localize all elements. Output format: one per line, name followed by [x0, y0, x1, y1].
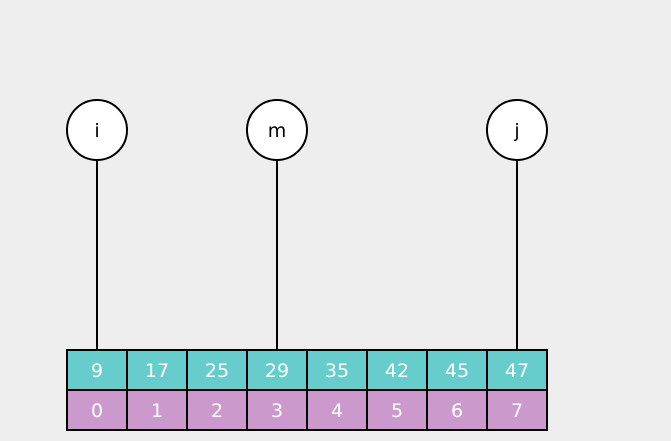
value-cell-text: 35: [325, 360, 349, 382]
pointer-label: i: [94, 120, 99, 142]
index-cell-box: [126, 389, 188, 431]
index-cell-box: [246, 389, 308, 431]
pointer-lines: [96, 160, 518, 350]
index-cell-box: [486, 389, 548, 431]
array-value-cell: 25: [186, 349, 248, 391]
array-value-cell: 45: [426, 349, 488, 391]
array-index-cell: 1: [126, 389, 188, 431]
value-cell-text: 25: [205, 360, 229, 382]
value-cell-text: 17: [145, 360, 169, 382]
array-value-cell: 17: [126, 349, 188, 391]
value-cell-text: 45: [445, 360, 469, 382]
array-value-cell: 29: [246, 349, 308, 391]
index-cell-text: 3: [271, 400, 283, 422]
pointer-node-circle: [246, 99, 308, 161]
array-value-cell: 35: [306, 349, 368, 391]
array-index-cell: 4: [306, 389, 368, 431]
index-row: 0 1 2 3 4 5 6 7: [66, 389, 548, 431]
pointer-label: j: [513, 120, 519, 142]
array-index-cell: 0: [66, 389, 128, 431]
index-cell-text: 4: [331, 400, 343, 422]
index-cell-text: 1: [151, 400, 163, 422]
array-index-cell: 3: [246, 389, 308, 431]
index-cell-text: 2: [211, 400, 223, 422]
array-value-cell: 9: [66, 349, 128, 391]
array-index-cell: 6: [426, 389, 488, 431]
index-cell-text: 5: [391, 400, 403, 422]
pointer-m-node: m: [246, 99, 308, 161]
value-cell-text: 9: [91, 360, 103, 382]
value-cell-text: 42: [385, 360, 409, 382]
pointer-node-circle: [486, 99, 548, 161]
index-cell-box: [186, 389, 248, 431]
index-cell-text: 6: [451, 400, 463, 422]
value-cell-box: [126, 349, 188, 391]
array-value-cell: 47: [486, 349, 548, 391]
pointer-j-node: j: [486, 99, 548, 161]
array-value-cell: 42: [366, 349, 428, 391]
pointer-i-node: i: [66, 99, 128, 161]
index-cell-box: [306, 389, 368, 431]
value-cell-text: 29: [265, 360, 289, 382]
value-cell-box: [486, 349, 548, 391]
pointer-node-circle: [66, 99, 128, 161]
value-row: 9 17 25 29 35 42 45 47: [66, 349, 548, 391]
value-cell-text: 47: [505, 360, 529, 382]
array-index-cell: 5: [366, 389, 428, 431]
value-cell-box: [66, 349, 128, 391]
index-cell-text: 0: [91, 400, 103, 422]
index-cell-text: 7: [511, 400, 523, 422]
index-cell-box: [426, 389, 488, 431]
value-cell-box: [186, 349, 248, 391]
index-cell-box: [366, 389, 428, 431]
pointer-label: m: [268, 120, 287, 142]
array-index-cell: 7: [486, 389, 548, 431]
array-index-cell: 2: [186, 389, 248, 431]
